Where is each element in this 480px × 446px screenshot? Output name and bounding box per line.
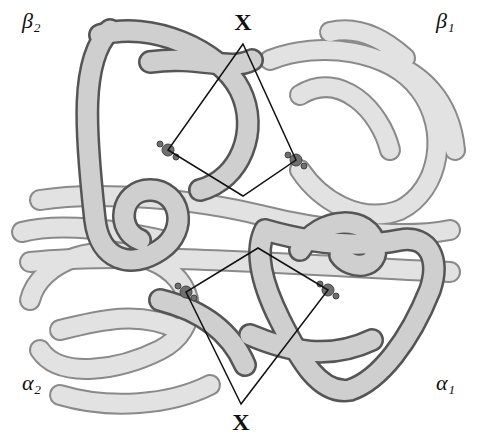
- subunit-label: β₁: [436, 10, 455, 32]
- subunit-label: α₂: [22, 372, 41, 394]
- subunit-label: β₂: [22, 10, 41, 32]
- leader-line: [168, 44, 328, 404]
- tube-outline: [22, 30, 455, 403]
- heme-group: [157, 141, 339, 301]
- callout-letter: X: [232, 410, 249, 434]
- callout-letter: X: [234, 10, 251, 34]
- tube-body: [87, 30, 433, 390]
- tube-body: [22, 30, 455, 403]
- tube-outline: [87, 30, 433, 390]
- subunit-label: α₁: [436, 372, 455, 394]
